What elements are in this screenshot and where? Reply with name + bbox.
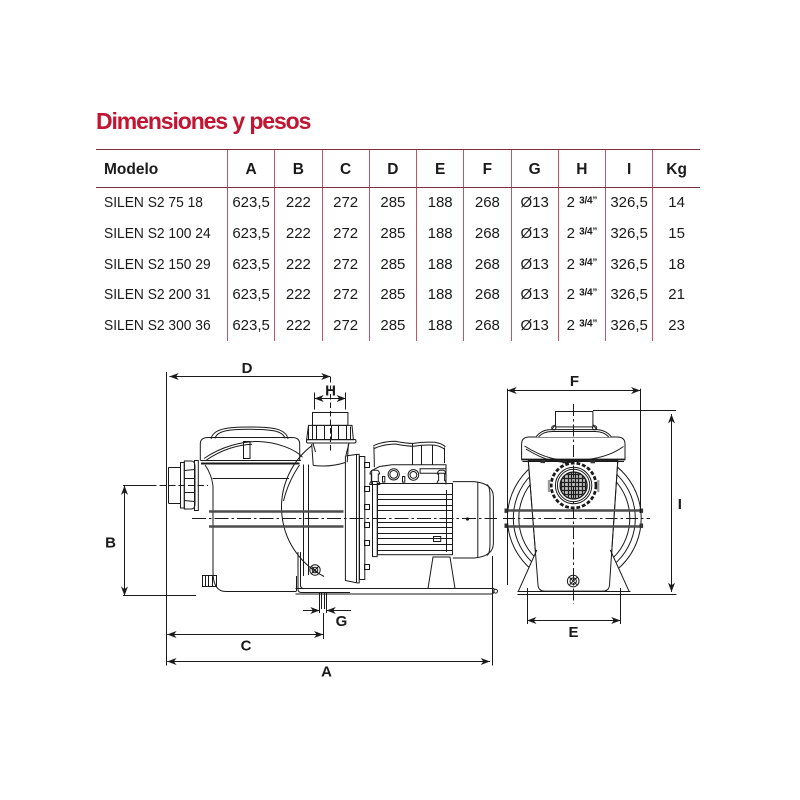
svg-text:H: H — [325, 383, 336, 400]
svg-text:D: D — [242, 360, 253, 377]
svg-text:G: G — [336, 613, 348, 630]
svg-text:I: I — [678, 496, 682, 513]
svg-text:E: E — [568, 624, 578, 641]
svg-text:C: C — [241, 638, 252, 655]
svg-text:F: F — [570, 373, 579, 390]
svg-text:B: B — [105, 535, 116, 552]
svg-text:A: A — [321, 664, 332, 681]
